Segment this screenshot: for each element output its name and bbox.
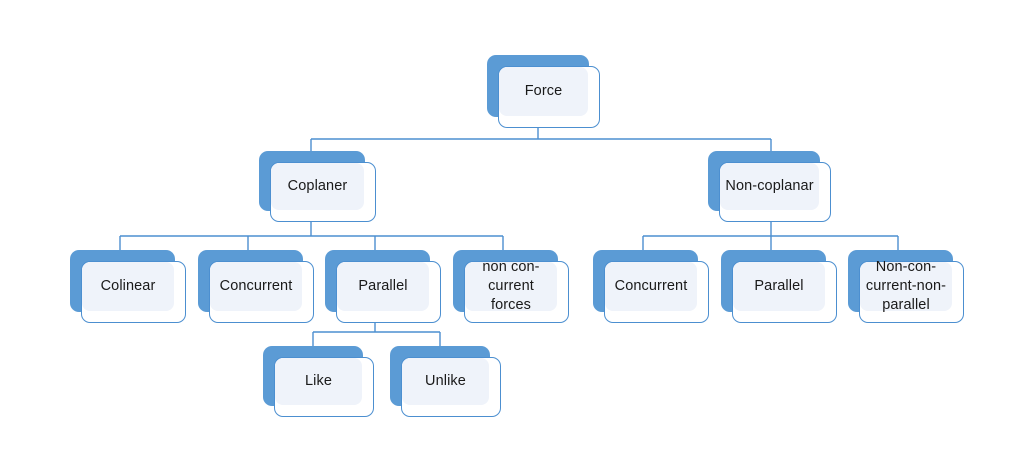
node-face: Concurrent <box>604 261 709 323</box>
node-label: Coplaner <box>287 178 348 194</box>
node-label: Concurrent <box>614 278 688 294</box>
node-inner-fill <box>402 358 489 405</box>
node-unlike[interactable]: Unlike <box>390 346 501 417</box>
node-label: Unlike <box>425 373 466 389</box>
node-non-coplanar[interactable]: Non-coplanar <box>708 151 831 222</box>
node-inner-fill <box>337 262 429 311</box>
node-inner-fill <box>605 262 697 311</box>
node-coplaner[interactable]: Coplaner <box>259 151 376 222</box>
node-non-concurrent-non-parallel[interactable]: Non-con- current-non- parallel <box>848 250 964 323</box>
node-face: Concurrent <box>209 261 314 323</box>
node-colinear[interactable]: Colinear <box>70 250 186 323</box>
node-face: Force <box>498 66 600 128</box>
node-face: Unlike <box>401 357 501 417</box>
node-label: Parallel <box>754 278 804 294</box>
node-label: non con- current forces <box>482 259 540 313</box>
node-force[interactable]: Force <box>487 55 600 128</box>
node-face: Non-con- current-non- parallel <box>859 259 964 323</box>
node-label: Concurrent <box>219 278 293 294</box>
node-like[interactable]: Like <box>263 346 374 417</box>
node-inner-fill <box>860 262 952 311</box>
node-face: Like <box>274 357 374 417</box>
node-concurrent-noncoplanar[interactable]: Concurrent <box>593 250 709 323</box>
node-label: Force <box>524 83 563 99</box>
node-inner-fill <box>271 163 364 210</box>
node-inner-fill <box>720 163 819 210</box>
node-inner-fill <box>733 262 825 311</box>
node-face: Parallel <box>336 261 441 323</box>
node-inner-fill <box>275 358 362 405</box>
node-label: Non-con- current-non- parallel <box>865 259 947 313</box>
node-face: Colinear <box>81 261 186 323</box>
node-face: Non-coplanar <box>719 162 831 222</box>
node-parallel-coplaner[interactable]: Parallel <box>325 250 441 323</box>
node-non-concurrent-forces[interactable]: non con- current forces <box>453 250 569 323</box>
node-label: Like <box>305 373 332 389</box>
node-face: Parallel <box>732 261 837 323</box>
node-inner-fill <box>82 262 174 311</box>
node-concurrent-coplaner[interactable]: Concurrent <box>198 250 314 323</box>
node-face: non con- current forces <box>464 259 569 323</box>
node-label: Parallel <box>358 278 408 294</box>
node-label: Non-coplanar <box>725 178 814 194</box>
node-inner-fill <box>465 262 557 311</box>
node-parallel-noncoplanar[interactable]: Parallel <box>721 250 837 323</box>
node-inner-fill <box>499 67 588 116</box>
node-label: Colinear <box>100 278 156 294</box>
node-face: Coplaner <box>270 162 376 222</box>
node-inner-fill <box>210 262 302 311</box>
